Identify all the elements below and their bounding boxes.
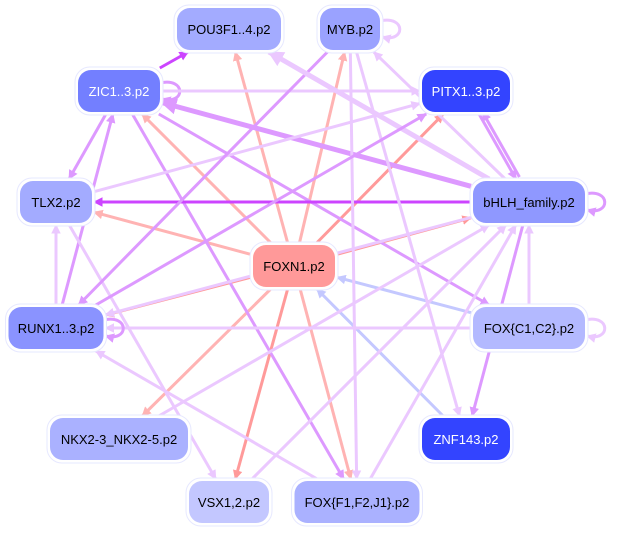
- node-box: [473, 307, 585, 349]
- node-label: RUNX1..3.p2: [18, 321, 95, 336]
- node-box: [320, 8, 380, 50]
- node-PITX1[interactable]: PITX1..3.p2: [418, 66, 514, 116]
- node-box: [294, 481, 420, 523]
- node-label: MYB.p2: [327, 22, 373, 37]
- edge-bHLH-to-PITX1: [481, 111, 521, 178]
- node-box: [8, 307, 104, 349]
- node-RUNX1[interactable]: RUNX1..3.p2: [5, 303, 107, 353]
- node-TLX2[interactable]: TLX2.p2: [16, 177, 96, 227]
- node-label: bHLH_family.p2: [483, 195, 575, 210]
- edge-MYB-to-FOXF1: [348, 51, 362, 480]
- edge-bHLH-to-ZIC1: [160, 98, 472, 189]
- edge-MYB-to-RUNX1: [77, 50, 329, 307]
- edge-ZIC1-to-FOXF1: [131, 113, 345, 480]
- node-POU3F1[interactable]: POU3F1..4.p2: [173, 4, 285, 54]
- edge-ZIC1-to-FOXC1: [158, 112, 491, 307]
- edge-PITX1-to-bHLH: [477, 113, 518, 180]
- edge-RUNX1-to-RUNX1: [103, 317, 125, 343]
- node-FOXN1[interactable]: FOXN1.p2: [249, 241, 339, 291]
- edge-VSX1-to-bHLH: [250, 223, 508, 481]
- node-label: ZNF143.p2: [433, 432, 498, 447]
- edge-FOXF1-to-bHLH: [368, 224, 518, 480]
- edge-NKX2-to-bHLH: [158, 223, 491, 418]
- node-box: [20, 181, 92, 223]
- edge-FOXF1-to-RUNX1: [94, 349, 318, 481]
- node-box: [177, 8, 281, 50]
- node-box: [50, 418, 188, 460]
- node-label: NKX2-3_NKX2-5.p2: [61, 432, 177, 447]
- edge-FOXC1-to-FOXN1: [336, 274, 472, 315]
- node-ZNF143[interactable]: ZNF143.p2: [418, 414, 514, 464]
- edge-ZIC1-to-TLX2: [67, 113, 108, 180]
- edge-bHLH-to-POU3F1: [267, 49, 491, 182]
- node-box: [253, 245, 335, 287]
- node-label: VSX1,2.p2: [198, 495, 260, 510]
- node-NKX2[interactable]: NKX2-3_NKX2-5.p2: [46, 414, 192, 464]
- node-FOXF1[interactable]: FOX{F1,F2,J1}.p2: [291, 477, 423, 527]
- node-label: POU3F1..4.p2: [187, 22, 270, 37]
- edge-FOXN1-to-VSX1: [233, 288, 290, 480]
- node-box: [189, 481, 269, 523]
- edge-FOXC1-to-FOXC1: [584, 317, 607, 343]
- edge-MYB-to-MYB: [379, 18, 402, 44]
- node-label: FOX{C1,C2}.p2: [484, 321, 574, 336]
- edge-bHLH-to-bHLH: [584, 191, 607, 217]
- node-label: PITX1..3.p2: [432, 84, 501, 99]
- node-MYB[interactable]: MYB.p2: [316, 4, 384, 54]
- edge-FOXN1-to-NKX2: [141, 287, 272, 418]
- node-VSX1[interactable]: VSX1,2.p2: [185, 477, 273, 527]
- node-box: [422, 418, 510, 460]
- edge-FOXN1-to-FOXF1: [298, 288, 354, 480]
- node-label: FOXN1.p2: [263, 259, 324, 274]
- node-FOXC1[interactable]: FOX{C1,C2}.p2: [469, 303, 589, 353]
- edge-TLX2-to-PITX1: [93, 101, 421, 194]
- node-box: [422, 70, 510, 112]
- node-label: TLX2.p2: [31, 195, 80, 210]
- edge-FOXN1-to-PITX1: [315, 112, 445, 245]
- node-label: FOX{F1,F2,J1}.p2: [305, 495, 410, 510]
- node-box: [473, 181, 585, 223]
- node-bHLH[interactable]: bHLH_family.p2: [469, 177, 589, 227]
- edge-FOXN1-to-TLX2: [93, 209, 252, 256]
- edge-ZIC1-to-POU3F1: [159, 50, 190, 70]
- node-label: ZIC1..3.p2: [89, 84, 150, 99]
- node-box: [78, 70, 160, 112]
- edge-FOXN1-to-ZIC1: [140, 112, 273, 245]
- edge-RUNX1-to-PITX1: [95, 112, 428, 307]
- node-ZIC1[interactable]: ZIC1..3.p2: [74, 66, 164, 116]
